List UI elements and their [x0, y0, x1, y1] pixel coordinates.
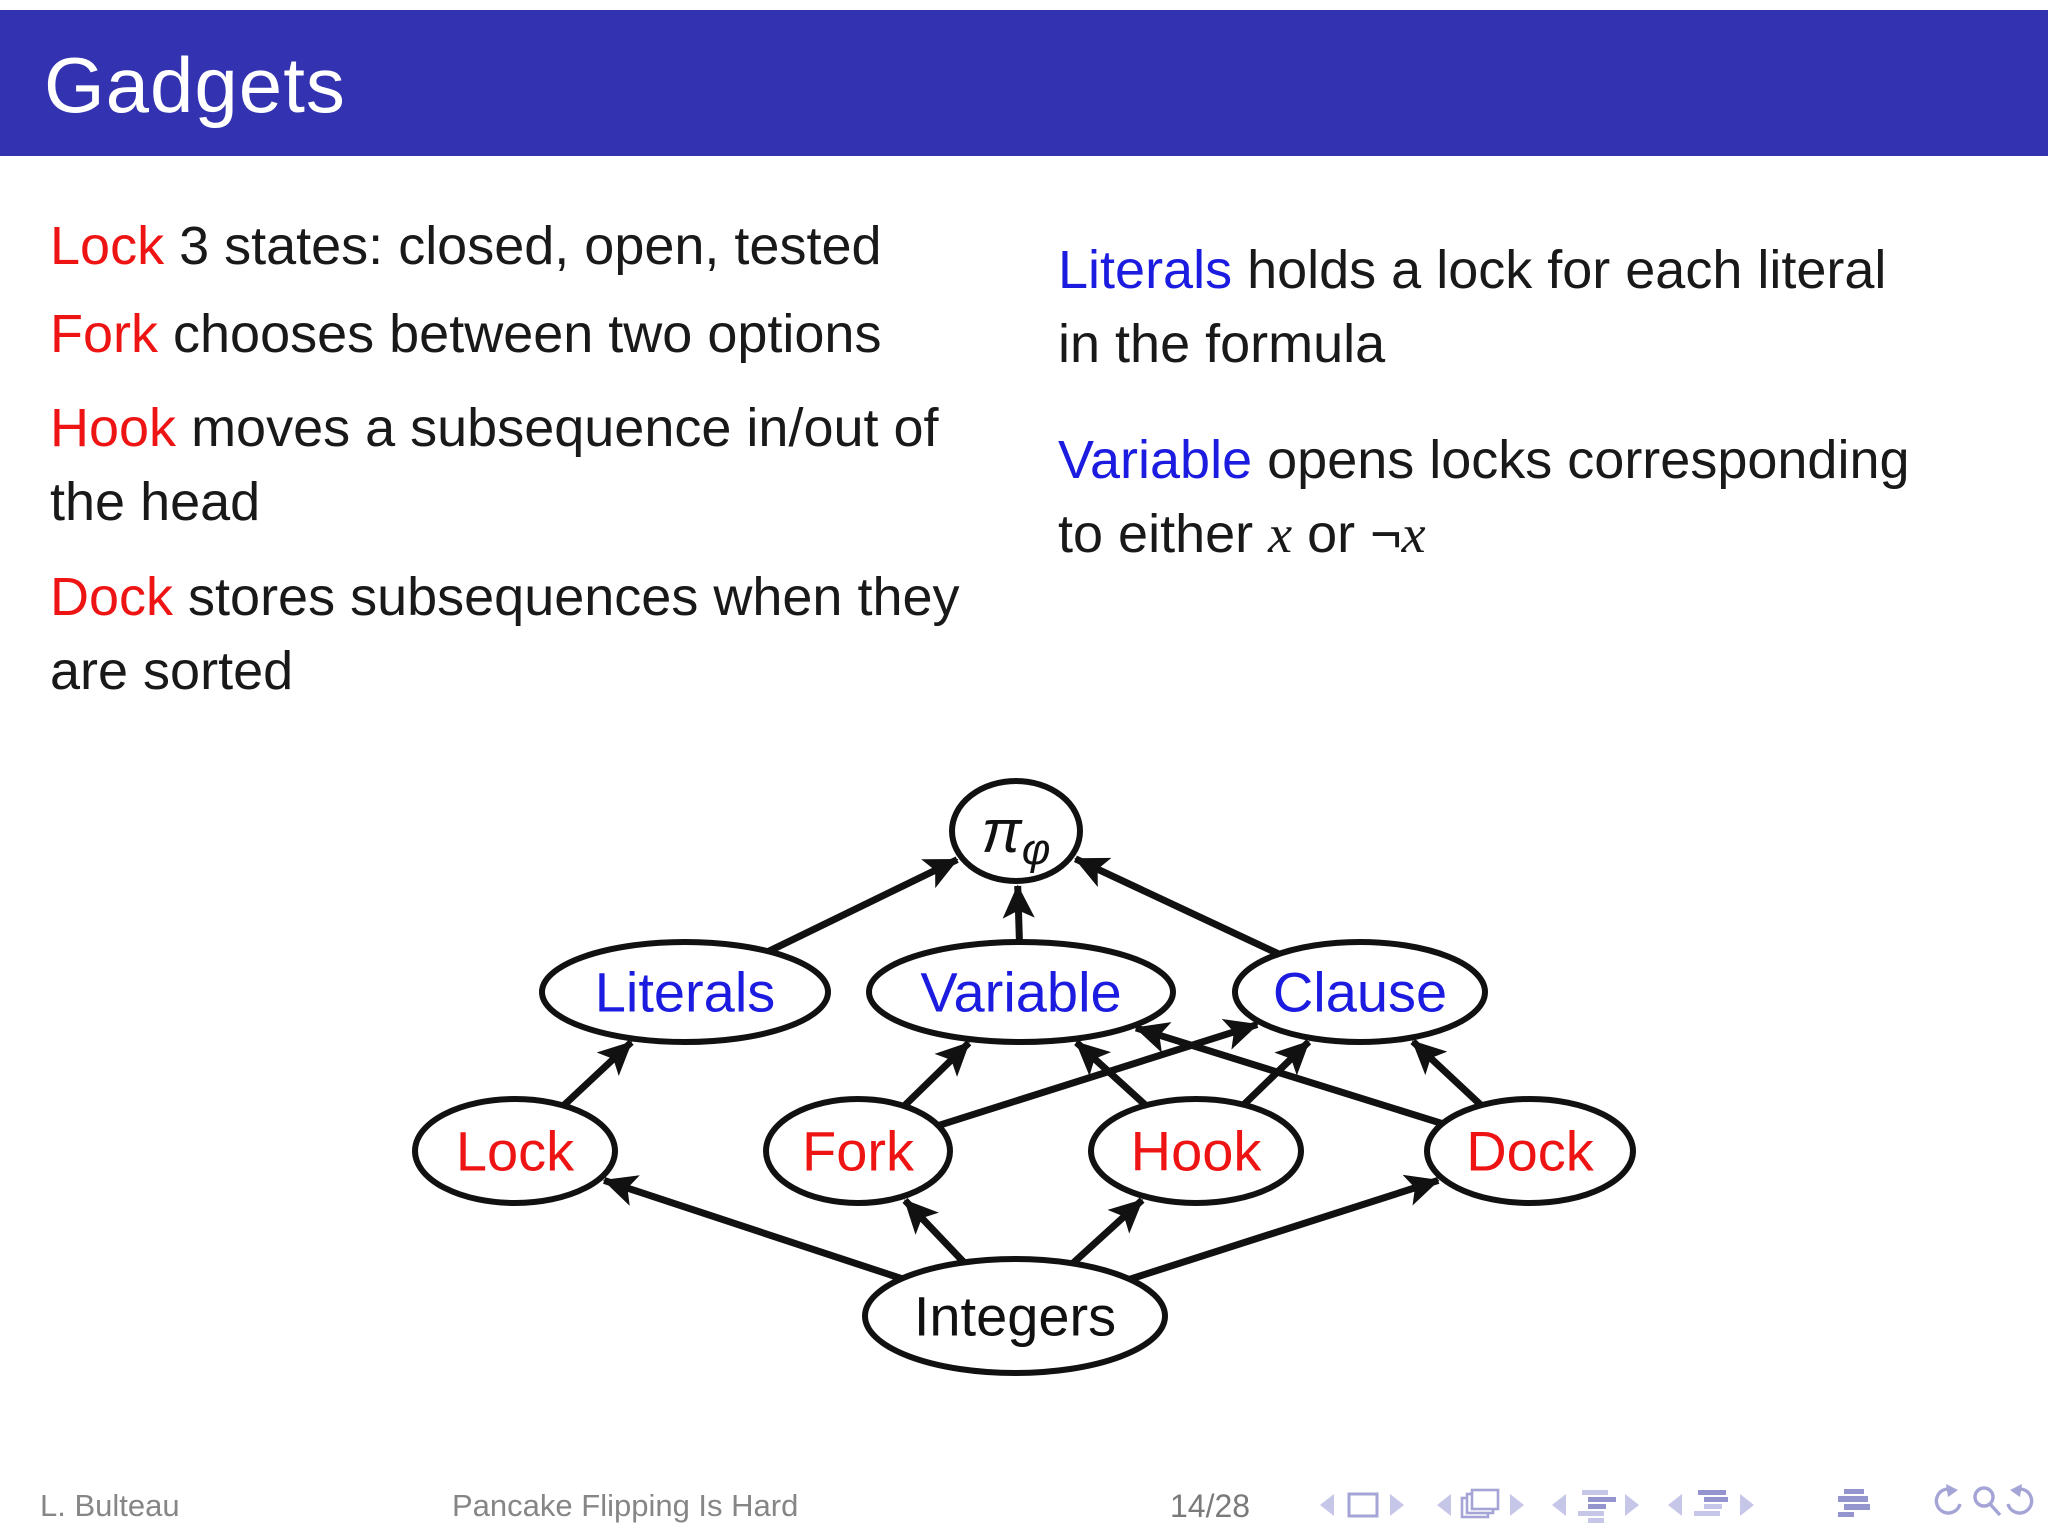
diagram-edges [512, 855, 1533, 1320]
bullet-dock-text-2: are sorted [50, 641, 294, 701]
footer-short-title: Pancake Flipping Is Hard [452, 1488, 799, 1523]
svg-text:Hook: Hook [1131, 1120, 1263, 1183]
appendix-icon[interactable] [1838, 1489, 1870, 1517]
svg-text:πφ: πφ [982, 798, 1051, 874]
section-icon[interactable] [1694, 1490, 1728, 1516]
node-variable: Variable [866, 939, 1176, 1045]
math-not-x: x [1401, 504, 1426, 564]
keyword-lock: Lock [50, 216, 165, 276]
keyword-dock: Dock [50, 567, 174, 627]
footer-page-number: 14/28 [1170, 1488, 1251, 1524]
forward-icon[interactable] [2006, 1484, 2034, 1515]
search-icon[interactable] [1973, 1486, 2002, 1517]
back-icon[interactable] [1934, 1484, 1962, 1515]
node-dock: Dock [1424, 1096, 1636, 1206]
slide-title-bar: Gadgets [0, 10, 2048, 156]
svg-text:Lock: Lock [456, 1120, 575, 1183]
bullet-variable-text: opens locks corresponding [1267, 430, 1910, 490]
node-lock: Lock [412, 1096, 618, 1206]
prev-subsection-icon[interactable] [1552, 1494, 1566, 1516]
svg-text:Integers: Integers [914, 1285, 1116, 1348]
node-clause: Clause [1232, 939, 1488, 1045]
footer-author: L. Bulteau [40, 1488, 180, 1523]
bullet-lock-text: 3 states: closed, open, tested [179, 216, 882, 276]
frame-icon[interactable] [1460, 1488, 1500, 1519]
keyword-fork: Fork [50, 304, 158, 364]
prev-frame-icon[interactable] [1437, 1494, 1451, 1516]
bullet-literals-text: holds a lock for each literal [1247, 240, 1887, 300]
bullet-dock-text: stores subsequences when they [188, 567, 960, 627]
next-subsection-icon[interactable] [1625, 1494, 1639, 1516]
next-frame-icon[interactable] [1510, 1494, 1524, 1516]
variable-text-mid: or ¬ [1292, 504, 1402, 564]
svg-text:Dock: Dock [1466, 1120, 1595, 1183]
keyword-variable: Variable [1058, 430, 1253, 490]
node-fork: Fork [763, 1096, 953, 1206]
bullet-hook-text-2: the head [50, 472, 261, 532]
bullet-hook-text: moves a subsequence in/out of [191, 398, 939, 458]
next-slide-icon[interactable] [1390, 1494, 1404, 1516]
subsection-icon[interactable] [1578, 1490, 1616, 1523]
beamer-navigation-bar [1320, 1484, 2034, 1523]
node-hook: Hook [1088, 1096, 1304, 1206]
svg-text:Fork: Fork [802, 1120, 915, 1183]
prev-slide-icon[interactable] [1320, 1494, 1334, 1516]
slide-title: Gadgets [44, 41, 346, 129]
node-integers: Integers [862, 1256, 1168, 1376]
keyword-literals: Literals [1058, 240, 1233, 300]
bullet-fork-text: chooses between two options [173, 304, 882, 364]
svg-text:Clause: Clause [1273, 961, 1447, 1024]
svg-text:Variable: Variable [920, 961, 1121, 1024]
node-literals: Literals [539, 939, 831, 1045]
math-x: x [1268, 504, 1293, 564]
slide-icon[interactable] [1347, 1492, 1379, 1518]
bullet-variable-text-2: to either x or ¬x [1058, 497, 1910, 571]
node-pi: πφ [949, 778, 1083, 884]
keyword-hook: Hook [50, 398, 177, 458]
bullet-literals-text-2: in the formula [1058, 314, 1386, 374]
next-section-icon[interactable] [1740, 1494, 1754, 1516]
svg-text:Literals: Literals [595, 961, 776, 1024]
variable-text-pre: to either [1058, 504, 1269, 564]
prev-section-icon[interactable] [1668, 1494, 1682, 1516]
